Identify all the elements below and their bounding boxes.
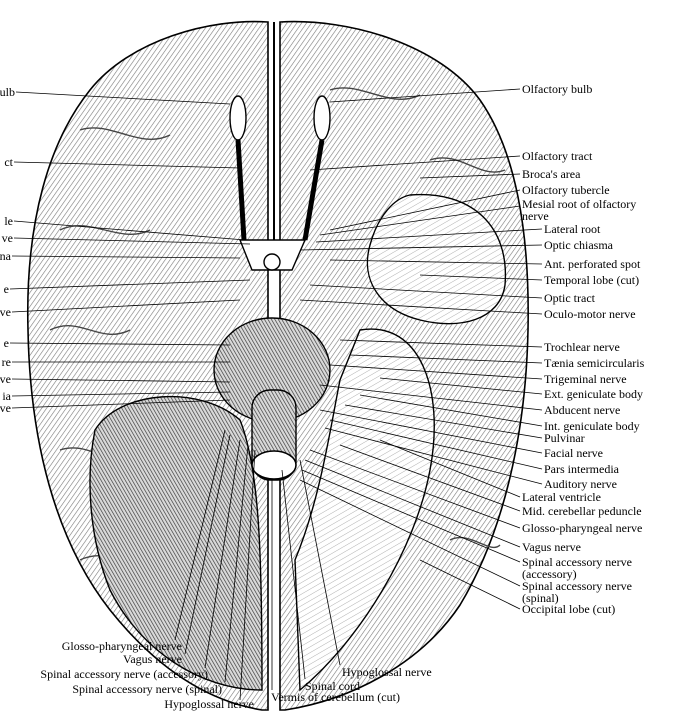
label-brocas-area: Broca's area xyxy=(522,167,581,181)
label-trigeminal-nerve: Trigeminal nerve xyxy=(544,372,627,386)
label-glosso-pharyngeal-nerve-right: Glosso-pharyngeal nerve xyxy=(522,521,642,535)
label-olfactory-bulb: Olfactory bulb xyxy=(522,82,592,96)
gyri-right xyxy=(329,87,506,548)
labels-right: Olfactory bulb Olfactory tract Broca's a… xyxy=(522,82,645,616)
temporal-lobe-cut xyxy=(366,193,507,325)
label-trochlear-nerve: Trochlear nerve xyxy=(544,340,620,354)
label-abducent-nerve: Abducent nerve xyxy=(544,403,620,417)
label-olfactory-tubercle: Olfactory tubercle xyxy=(522,183,610,197)
label-hypoglossal-nerve-bottom-right: Hypoglossal nerve xyxy=(342,665,432,679)
label-facial-nerve: Facial nerve xyxy=(544,446,603,460)
spinal-cord-section xyxy=(251,450,297,480)
leader-lines-left xyxy=(9,91,251,409)
label-spinal-accessory-spinal-1: Spinal accessory nerve xyxy=(522,579,632,593)
label-vagus-nerve-right: Vagus nerve xyxy=(522,540,581,554)
olfactory-bulb-right xyxy=(313,95,331,141)
label-left-9: ve xyxy=(0,372,11,386)
label-vagus-nerve-bottom: Vagus nerve xyxy=(123,652,182,666)
label-pars-intermedia: Pars intermedia xyxy=(544,462,620,476)
olfactory-tract-left xyxy=(235,139,247,241)
label-ant-perforated-spot: Ant. perforated spot xyxy=(544,257,641,271)
leader-lines-bottom xyxy=(174,429,341,701)
label-spinal-accessory-spinal-bottom: Spinal accessory nerve (spinal) xyxy=(72,682,222,696)
label-optic-tract: Optic tract xyxy=(544,291,596,305)
label-auditory-nerve: Auditory nerve xyxy=(544,477,617,491)
label-int-geniculate-body: Int. geniculate body xyxy=(544,419,640,433)
label-optic-chiasma: Optic chiasma xyxy=(544,238,614,252)
label-spinal-accessory-spinal-2: (spinal) xyxy=(522,591,559,605)
label-left-2: le xyxy=(4,214,13,228)
label-left-10: ia xyxy=(2,389,11,403)
label-occipital-lobe-cut: Occipital lobe (cut) xyxy=(522,602,615,616)
olfactory-tract-right xyxy=(302,139,325,241)
label-left-6: ve xyxy=(0,305,11,319)
label-lateral-root: Lateral root xyxy=(544,222,601,236)
label-mid-cerebellar-peduncle: Mid. cerebellar peduncle xyxy=(522,504,642,518)
olfactory-bulb-left xyxy=(229,95,247,141)
brain-illustration xyxy=(26,20,529,711)
cerebellum xyxy=(89,395,263,691)
label-pulvinar: Pulvinar xyxy=(544,431,585,445)
label-left-4: na xyxy=(0,249,12,263)
leader-lines-right xyxy=(299,88,543,610)
label-ext-geniculate-body: Ext. geniculate body xyxy=(544,387,643,401)
label-vermis-of-cerebellum: Vermis of cerebellum (cut) xyxy=(271,690,400,704)
labels-left: ulb ct le ve na e ve e re ve ia ve xyxy=(0,85,15,415)
label-spinal-accessory-accessory-2: (accessory) xyxy=(522,567,577,581)
label-left-1: ct xyxy=(4,155,13,169)
label-left-3: ve xyxy=(2,231,13,245)
label-olfactory-tract: Olfactory tract xyxy=(522,149,593,163)
hypophysis-stalk xyxy=(263,253,281,271)
label-left-7: e xyxy=(4,336,9,350)
gyri-left xyxy=(49,127,171,565)
label-left-11: ve xyxy=(0,401,11,415)
label-left-0: ulb xyxy=(0,85,15,99)
label-mesial-root: Mesial root of olfactory xyxy=(522,197,636,211)
labels-bottom: Glosso-pharyngeal nerve Vagus nerve Spin… xyxy=(40,639,431,711)
label-mesial-root-nerve: nerve xyxy=(522,209,549,223)
label-oculo-motor-nerve: Oculo-motor nerve xyxy=(544,307,636,321)
label-taenia-semicircularis: Tænia semicircularis xyxy=(544,356,645,370)
label-temporal-lobe-cut: Temporal lobe (cut) xyxy=(544,273,639,287)
label-spinal-cord: Spinal cord xyxy=(305,679,360,693)
label-glosso-pharyngeal-nerve-bottom: Glosso-pharyngeal nerve xyxy=(62,639,182,653)
label-spinal-accessory-accessory-1: Spinal accessory nerve xyxy=(522,555,632,569)
label-hypoglossal-nerve-bottom-left: Hypoglossal nerve xyxy=(164,697,254,711)
label-lateral-ventricle: Lateral ventricle xyxy=(522,490,601,504)
label-left-8: re xyxy=(2,355,11,369)
label-spinal-accessory-accessory-bottom: Spinal accessory nerve (accessory) xyxy=(40,667,208,681)
label-left-5: e xyxy=(4,282,9,296)
